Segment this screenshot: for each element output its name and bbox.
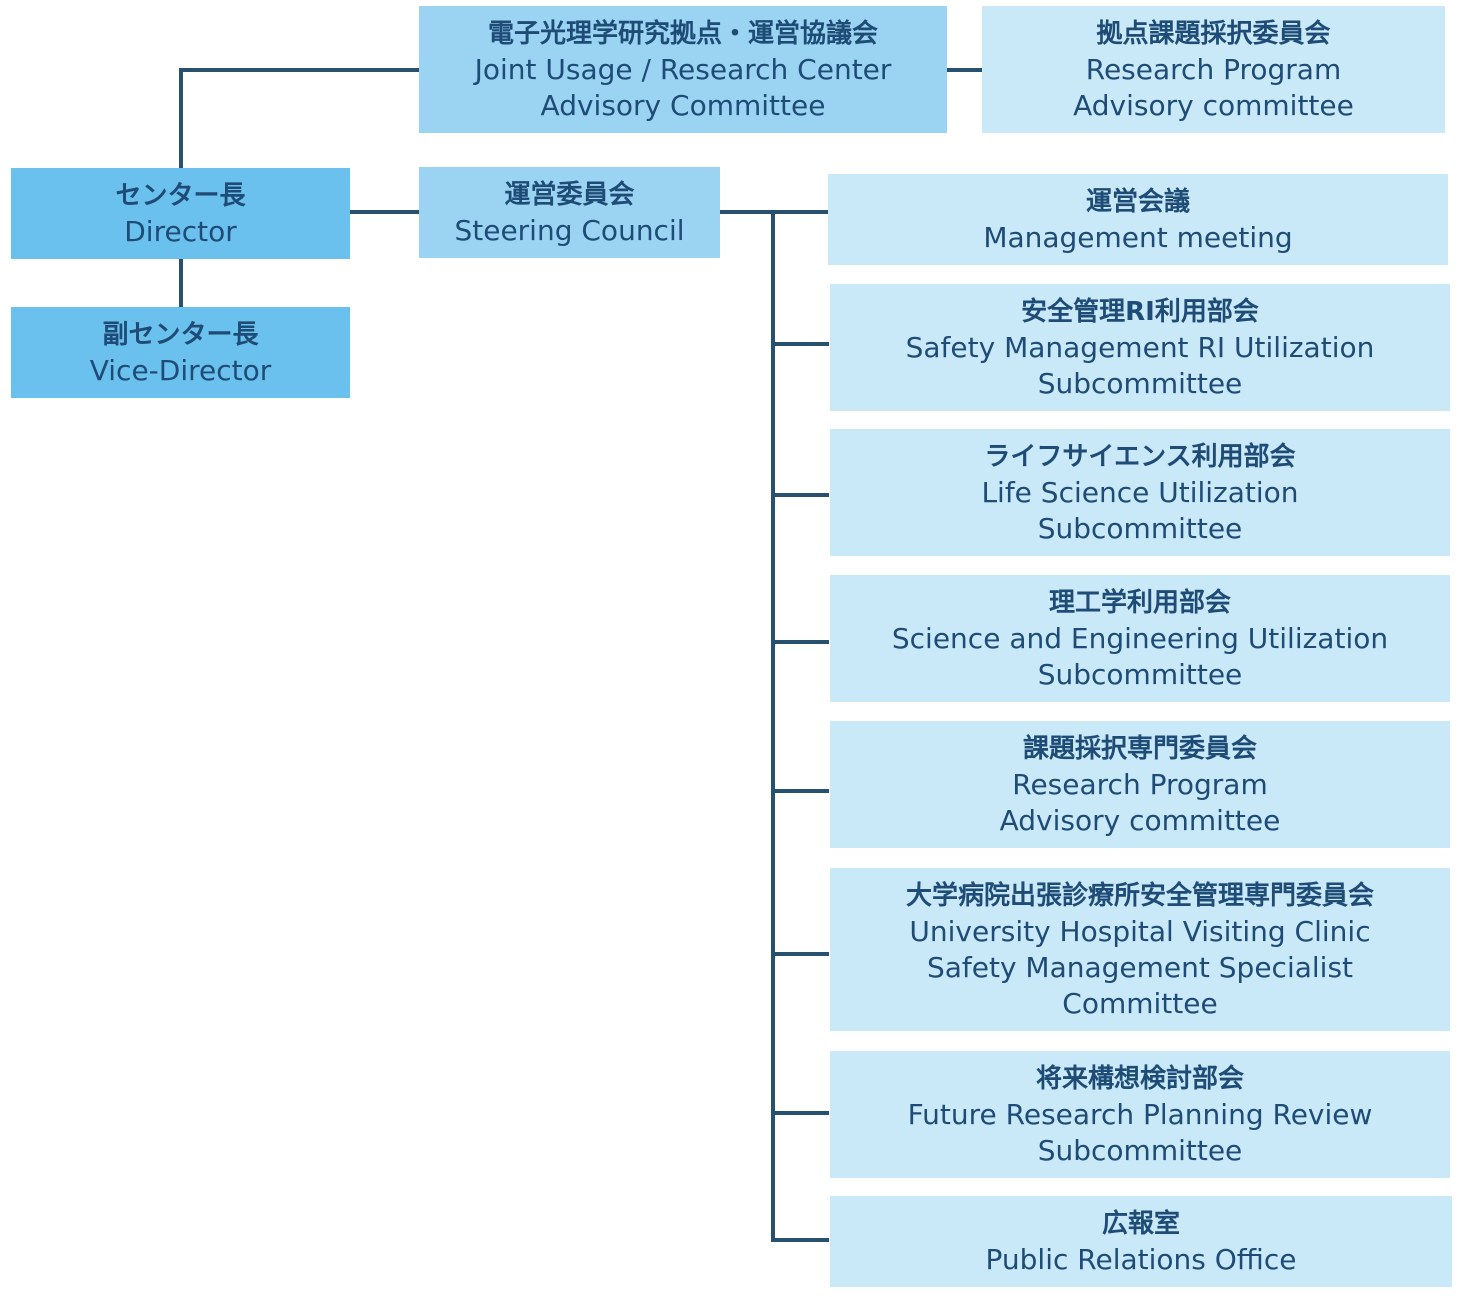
box-title-jp: 将来構想検討部会 — [1035, 1063, 1244, 1094]
advisory-committee-box: 電子光理学研究拠点・運営協議会 Joint Usage / Research C… — [419, 6, 947, 133]
connector-branch — [771, 640, 829, 644]
box-title-en: Advisory committee — [1073, 88, 1354, 122]
box-title-jp: 大学病院出張診療所安全管理専門委員会 — [905, 880, 1374, 911]
box-title-en: Committee — [1062, 986, 1218, 1020]
connector-branch — [771, 789, 829, 793]
box-title-en: Life Science Utilization — [981, 475, 1299, 509]
box-title-jp: 副センター長 — [102, 319, 259, 350]
connector-advisory-to-program — [946, 68, 983, 72]
connector-to-advisory — [179, 68, 420, 72]
box-title-en: Steering Council — [454, 213, 685, 247]
connector-director-up — [179, 68, 183, 170]
box-title-jp: ライフサイエンス利用部会 — [984, 441, 1296, 472]
connector-branch — [771, 493, 829, 497]
box-title-jp: 安全管理RI利用部会 — [1021, 296, 1259, 327]
box-title-en: Science and Engineering Utilization — [891, 621, 1389, 655]
box-title-jp: 広報室 — [1101, 1208, 1180, 1239]
program-committee-box: 拠点課題採択委員会 Research Program Advisory comm… — [982, 6, 1445, 133]
director-box: センター長 Director — [11, 168, 350, 259]
box-title-jp: 運営会議 — [1085, 186, 1190, 217]
subunit-box-science-engineering: 理工学利用部会 Science and Engineering Utilizat… — [830, 575, 1450, 702]
box-title-en: Safety Management Specialist — [926, 950, 1354, 984]
box-title-en: Management meeting — [983, 220, 1293, 254]
connector-branch — [771, 952, 829, 956]
box-title-en: Subcommittee — [1037, 366, 1243, 400]
connector-trunk — [771, 210, 775, 1242]
box-title-jp: センター長 — [115, 180, 246, 211]
box-title-en: Joint Usage / Research Center — [474, 52, 892, 86]
steering-council-box: 運営委員会 Steering Council — [419, 167, 720, 258]
subunit-box-management-meeting: 運営会議 Management meeting — [828, 174, 1448, 265]
box-title-en: Research Program — [1085, 52, 1342, 86]
box-title-jp: 課題採択専門委員会 — [1022, 733, 1257, 764]
box-title-jp: 理工学利用部会 — [1048, 587, 1231, 618]
connector-director-to-vice — [179, 258, 183, 308]
subunit-box-safety-management: 安全管理RI利用部会 Safety Management RI Utilizat… — [830, 284, 1450, 411]
box-title-en: Advisory Committee — [540, 88, 826, 122]
box-title-jp: 電子光理学研究拠点・運営協議会 — [487, 18, 878, 49]
box-title-en: Subcommittee — [1037, 511, 1243, 545]
subunit-box-life-science: ライフサイエンス利用部会 Life Science Utilization Su… — [830, 429, 1450, 556]
box-title-en: Vice-Director — [89, 353, 272, 387]
box-title-en: University Hospital Visiting Clinic — [909, 914, 1371, 948]
box-title-en: Advisory committee — [999, 803, 1281, 837]
connector-branch — [771, 1238, 829, 1242]
connector-branch — [771, 342, 829, 346]
box-title-en: Subcommittee — [1037, 657, 1243, 691]
box-title-en: Public Relations Office — [985, 1242, 1297, 1276]
box-title-en: Safety Management RI Utilization — [905, 330, 1375, 364]
connector-branch — [771, 1111, 829, 1115]
box-title-jp: 拠点課題採択委員会 — [1096, 18, 1331, 49]
box-title-en: Director — [124, 214, 237, 248]
box-title-en: Research Program — [1012, 767, 1268, 801]
box-title-en: Subcommittee — [1037, 1133, 1243, 1167]
box-title-en: Future Research Planning Review — [907, 1097, 1373, 1131]
connector-director-to-steering — [349, 210, 420, 214]
subunit-box-public-relations: 広報室 Public Relations Office — [830, 1196, 1452, 1287]
box-title-jp: 運営委員会 — [504, 179, 635, 210]
subunit-box-research-program: 課題採択専門委員会 Research Program Advisory comm… — [830, 721, 1450, 848]
subunit-box-visiting-clinic: 大学病院出張診療所安全管理専門委員会 University Hospital V… — [830, 868, 1450, 1031]
vice-director-box: 副センター長 Vice-Director — [11, 307, 350, 398]
subunit-box-future-planning: 将来構想検討部会 Future Research Planning Review… — [830, 1051, 1450, 1178]
